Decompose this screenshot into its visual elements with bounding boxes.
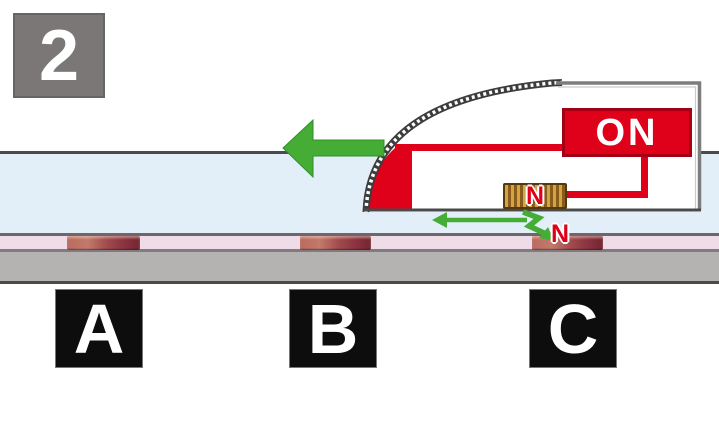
nose-curve-hatching xyxy=(364,80,563,213)
coil-pole-label: N xyxy=(525,181,545,210)
wire-to-coil xyxy=(560,156,648,198)
train-roof-outline xyxy=(556,81,702,210)
position-label-c: C xyxy=(529,289,617,368)
position-letter-b: B xyxy=(307,289,359,368)
ground-bar xyxy=(0,252,719,281)
track-pole-label: N xyxy=(551,220,570,248)
power-on-label: ON xyxy=(595,111,659,154)
position-label-b: B xyxy=(289,289,377,368)
step-number: 2 xyxy=(38,15,80,96)
wire-top xyxy=(395,144,564,151)
step-number-badge: 2 xyxy=(13,13,105,98)
repulsion-arrowhead-icon xyxy=(539,227,554,241)
coil-motion-arrow-left-icon xyxy=(432,212,447,228)
repulsion-zigzag-arrow xyxy=(522,209,546,236)
track-magnet-a xyxy=(67,236,140,250)
track-magnet-b xyxy=(300,236,371,250)
electromagnet-coil: N xyxy=(503,183,567,209)
rail-separator-line xyxy=(0,249,719,252)
position-letter-a: A xyxy=(73,289,125,368)
power-on-box: ON xyxy=(562,108,692,157)
train-roof-inner-line xyxy=(558,86,697,210)
position-letter-c: C xyxy=(547,289,599,368)
nose-red-wedge xyxy=(367,144,412,211)
ground-edge-line xyxy=(0,281,719,284)
position-label-a: A xyxy=(55,289,143,368)
train-motion-arrow-left-icon xyxy=(282,118,385,179)
